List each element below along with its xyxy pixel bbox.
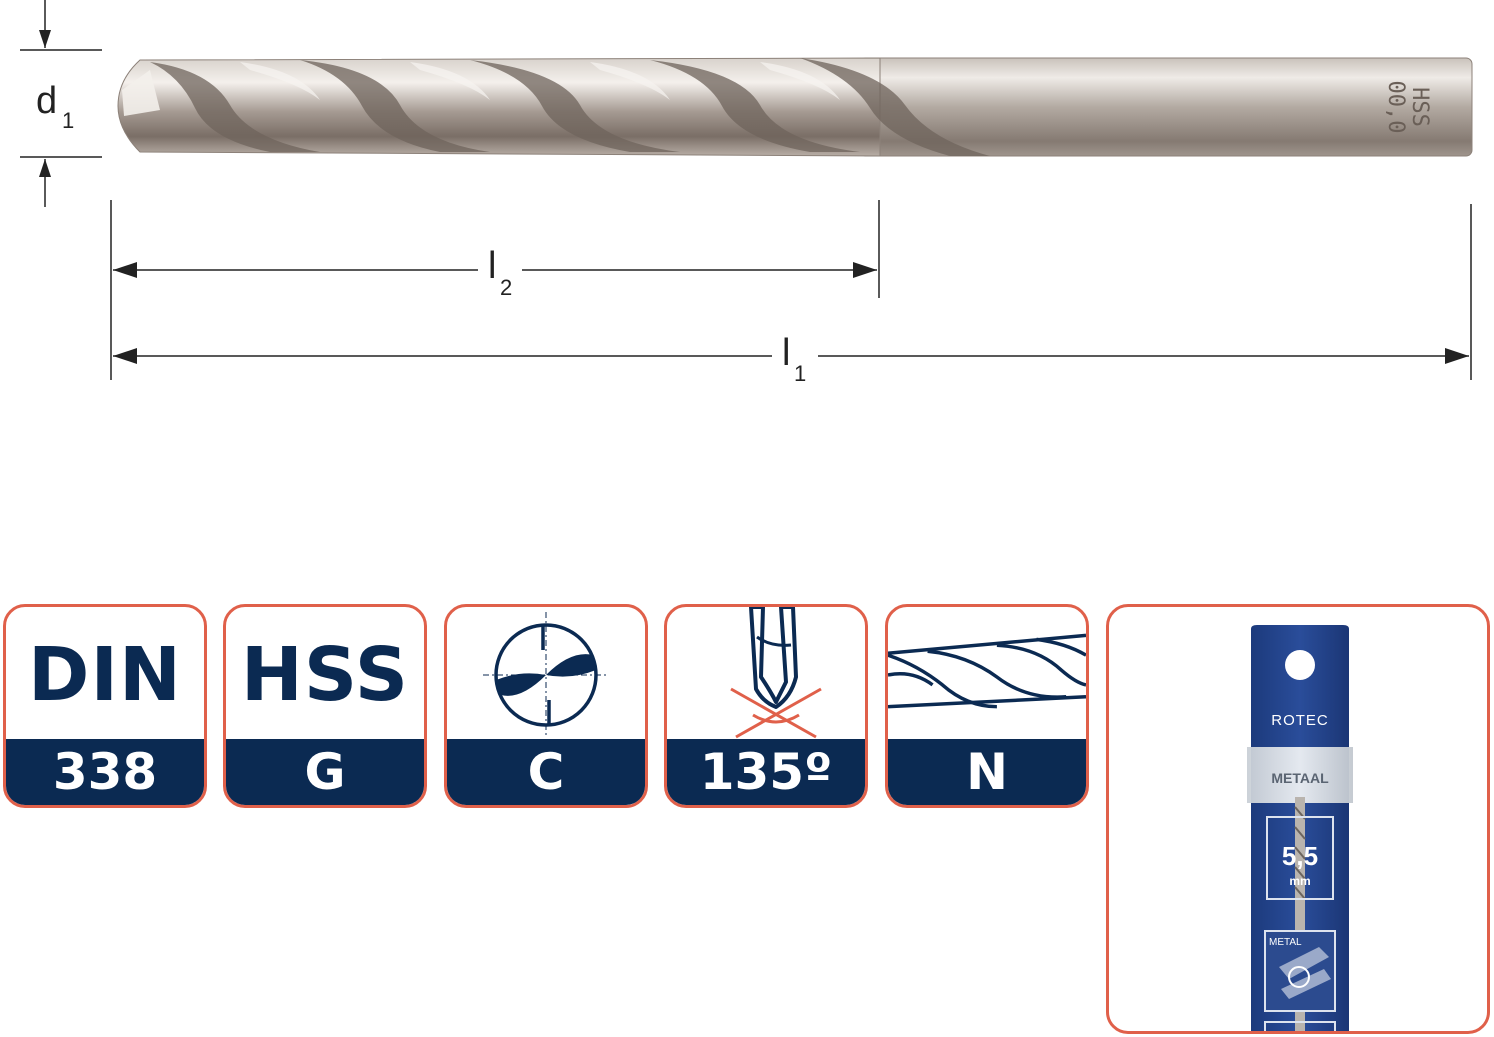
package-blister: ROTEC METAAL 5,5 mm METAL — [1247, 625, 1353, 1031]
flute-length-label-sub: 2 — [500, 275, 512, 300]
flute-length-dimension: l 2 — [113, 245, 877, 300]
drill-body: HSS 00,0 — [117, 57, 1473, 157]
diameter-arrow-bottom — [39, 159, 51, 177]
package-brand: ROTEC — [1271, 712, 1329, 729]
drill-dimension-diagram: HSS 00,0 d 1 l 2 l 1 — [20, 0, 1473, 386]
shank-marking-line1: HSS — [1407, 87, 1432, 127]
cross-section-badge-value: C — [527, 743, 565, 801]
material-badge: HSS G — [223, 604, 427, 808]
total-length-dimension: l 1 — [113, 332, 1469, 386]
total-length-label: l — [782, 332, 790, 374]
cross-section-icon — [483, 612, 609, 738]
diameter-label-sub: 1 — [62, 108, 74, 133]
drill-flutes — [117, 57, 881, 157]
diameter-label: d — [36, 80, 57, 122]
flute-length-label: l — [488, 245, 496, 287]
hang-hole — [1285, 650, 1315, 680]
package-image-panel: ROTEC METAAL 5,5 mm METAL — [1106, 604, 1490, 1034]
drill-shank — [859, 57, 1473, 157]
shank-marking-line2: 00,0 — [1383, 81, 1408, 134]
din-badge-title: DIN — [28, 632, 182, 718]
helix-type-badge-value: N — [966, 743, 1008, 801]
shank-marking: HSS 00,0 — [1383, 81, 1432, 134]
din-badge-value: 338 — [52, 743, 158, 801]
diameter-dimension — [20, 0, 102, 207]
point-angle-badge-value: 135º — [699, 743, 833, 801]
package-material-label: METAL — [1269, 937, 1302, 948]
helix-type-icon — [888, 633, 1086, 709]
point-angle-icon — [730, 607, 822, 739]
material-badge-value: G — [304, 743, 346, 801]
package-size: 5,5 — [1282, 841, 1318, 871]
diameter-arrow-top — [39, 30, 51, 48]
total-length-label-sub: 1 — [794, 361, 806, 386]
package-category: METAAL — [1271, 770, 1329, 786]
point-angle-badge: 135º — [664, 604, 868, 808]
package-unit: mm — [1289, 874, 1310, 888]
cross-section-badge: C — [444, 604, 648, 808]
material-badge-title: HSS — [240, 632, 410, 718]
din-standard-badge: DIN 338 — [3, 604, 207, 808]
helix-type-badge: N — [885, 604, 1089, 808]
